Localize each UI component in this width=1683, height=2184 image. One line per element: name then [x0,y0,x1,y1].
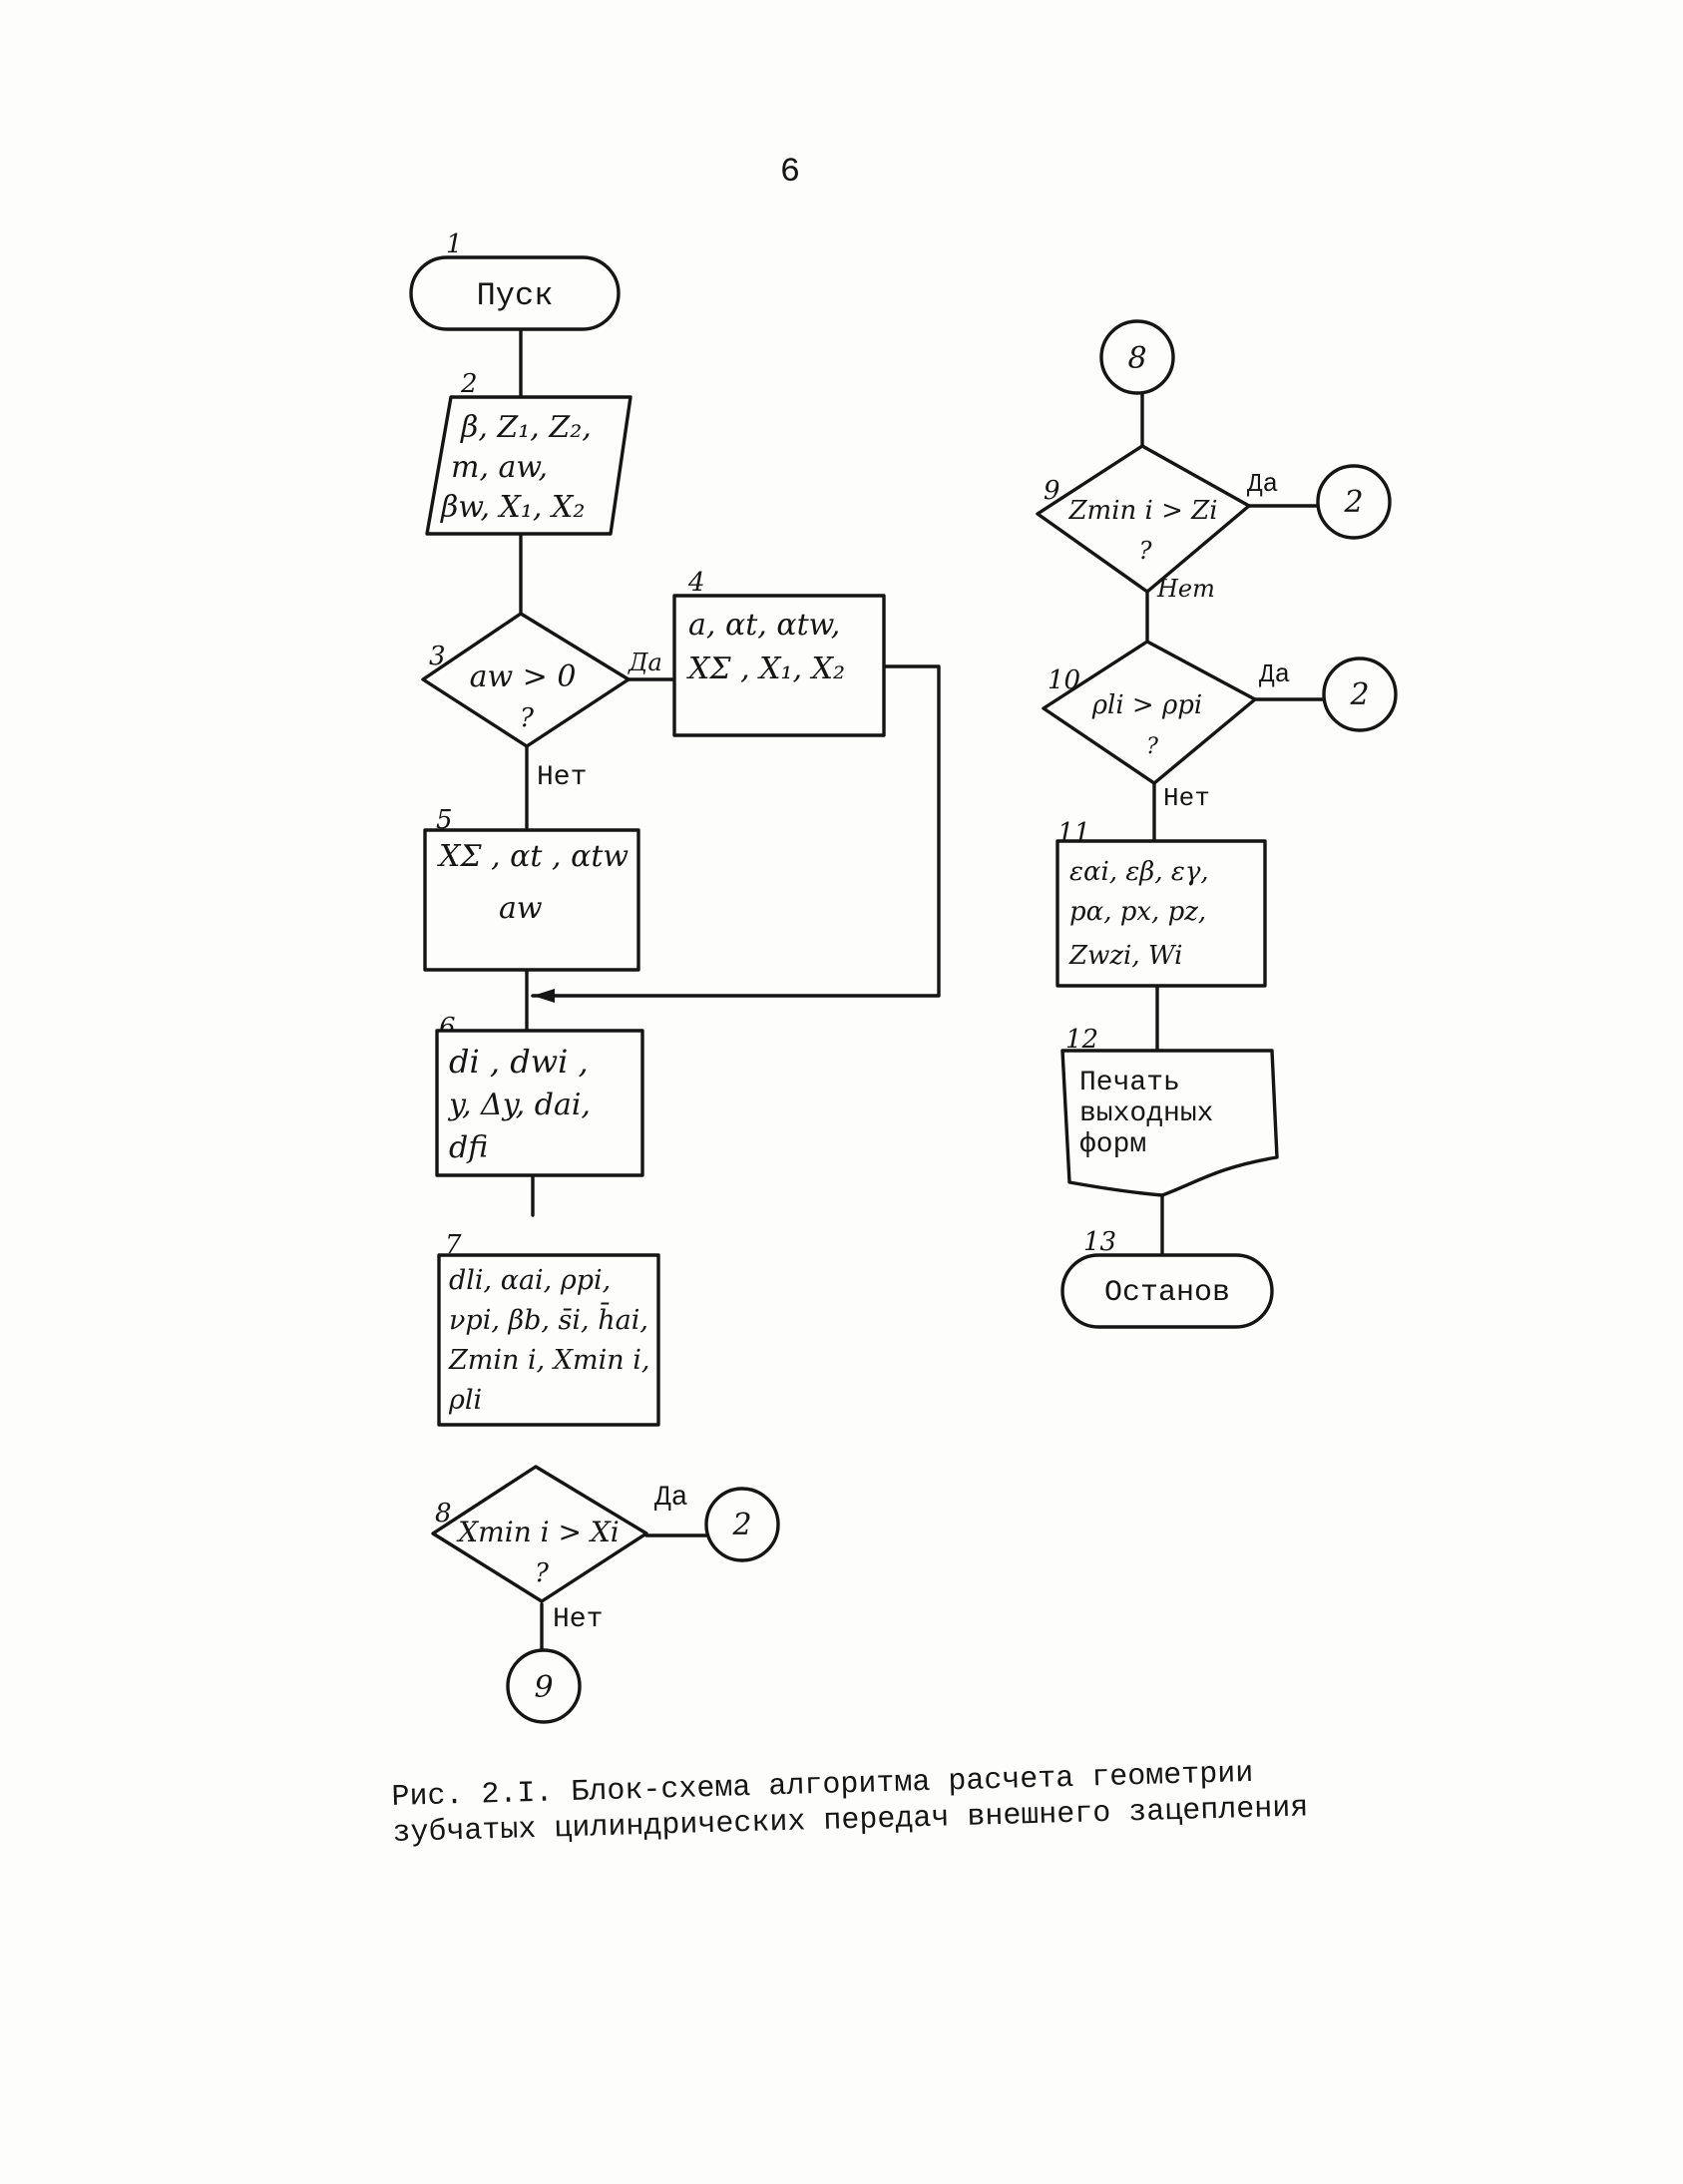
decision-8-yes: Да [654,1483,688,1514]
connector-8: 8 [1099,319,1175,395]
process-block-7: dli, αai, ρpi, νpi, βb, s̄i, h̄ai, Zmin … [437,1253,660,1427]
print-line-1: Печать [1079,1068,1180,1098]
decision-8-condition: Xmin i > Xi [456,1516,619,1548]
block-6-line-3: dfi [449,1130,488,1165]
connector-lines [519,327,1326,1666]
decision-3: aw > 0 ? Да Нет [421,612,662,793]
connector-2-left: 2 [704,1487,780,1562]
svg-text:2: 2 [1349,677,1369,712]
decision-10-yes: Да [1259,659,1290,689]
block-6-line-2: y, Δy, dai, [447,1088,591,1122]
decision-10-question: ? [1146,734,1158,759]
decision-9-yes: Да [1247,469,1278,499]
print-line-2: выходных [1079,1098,1213,1129]
block-number-8: 8 [435,1499,452,1529]
decision-3-yes: Да [628,649,662,676]
block-number-1: 1 [446,229,463,259]
decision-3-question: ? [520,703,535,733]
block-number-3: 3 [429,642,446,671]
block-number-5: 5 [436,805,453,835]
process-block-6: di , dwi , y, Δy, dai, dfi [435,1029,644,1177]
decision-8: Xmin i > Xi ? Да Нет [431,1465,688,1635]
stop-label: Останов [1104,1276,1230,1310]
block-5-line-2: aw [499,891,543,926]
decision-9-question: ? [1139,537,1152,565]
decision-8-no: Нет [553,1604,603,1635]
block-7-line-1: dli, αai, ρpi, [449,1265,611,1296]
input-block: β, Z₁, Z₂, m, aw, βw, X₁, X₂ [425,395,632,536]
svg-text:8: 8 [1127,341,1146,376]
block-number-9: 9 [1044,476,1060,506]
block-5-line-1: XΣ , αt , αtw [437,839,629,874]
block-4-line-2: XΣ , X₁, X₂ [686,652,845,686]
block-6-line-1: di , dwi , [449,1043,589,1081]
svg-text:2: 2 [1343,485,1363,520]
block-7-line-3: Zmin i, Xmin i, [448,1345,649,1376]
start-terminator: Пуск [409,255,621,331]
process-block-11: εαi, εβ, εγ, pα, px, pz, Zwzi, Wi [1055,839,1267,988]
block-11-line-2: pα, px, pz, [1069,897,1206,927]
input-line-2: m, aw, [451,450,548,485]
connector-2-right-bottom: 2 [1322,656,1398,732]
decision-8-question: ? [535,1558,550,1588]
block-number-4: 4 [687,568,705,598]
block-4-line-1: a, αt, αtw, [688,608,840,643]
block-numbers: 1 2 3 4 5 6 7 8 9 10 11 12 13 [429,229,1116,1529]
process-block-4: a, αt, αtw, XΣ , X₁, X₂ [672,594,886,737]
block-7-line-2: νpi, βb, s̄i, h̄ai, [449,1301,648,1336]
input-line-1: β, Z₁, Z₂, [460,410,592,445]
block-7-line-4: ρli [448,1385,482,1416]
decision-9-condition: Zmin i > Zi [1067,496,1217,526]
block-11-line-3: Zwzi, Wi [1068,941,1182,971]
decision-3-condition: aw > 0 [470,659,577,694]
connector-9: 9 [506,1648,582,1724]
process-block-5: XΣ , αt , αtw aw [423,828,640,972]
decision-10-condition: ρli > ρpi [1091,690,1202,720]
svg-text:2: 2 [731,1508,751,1542]
print-document-block: Печать выходных форм [1060,1049,1279,1197]
print-line-3: форм [1079,1129,1146,1160]
decision-9-no: Нет [1156,575,1215,603]
decision-9: Zmin i > Zi ? Да Нет [1036,444,1278,603]
block-11-line-1: εαi, εβ, εγ, [1069,857,1209,887]
decision-10-no: Нет [1163,783,1210,813]
connector-2-right-top: 2 [1316,464,1392,540]
block-number-7: 7 [445,1230,462,1260]
decision-10: ρli > ρpi ? Да Нет [1042,640,1290,813]
input-line-3: βw, X₁, X₂ [440,490,585,525]
block-number-2: 2 [460,369,478,399]
stop-terminator: Останов [1060,1253,1274,1329]
decision-3-no: Нет [537,762,587,793]
svg-text:9: 9 [534,1670,553,1705]
arrow-head-icon [533,989,555,1003]
page-number: 6 [779,154,801,192]
block-number-13: 13 [1083,1227,1116,1257]
start-label: Пуск [477,277,554,314]
